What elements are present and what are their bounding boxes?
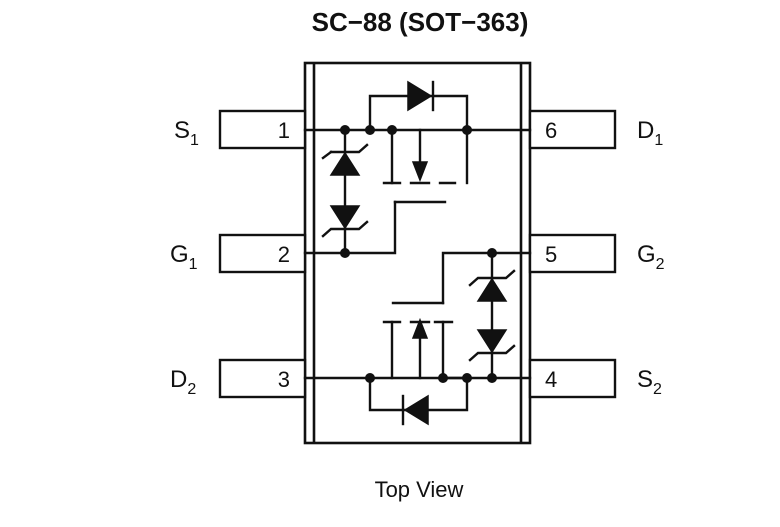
- gate-zener-q2: [468, 251, 516, 380]
- pin-6-number: 6: [545, 118, 557, 143]
- pin-2-number: 2: [278, 242, 290, 267]
- body-diode-q1: [407, 80, 435, 112]
- pin-6-label: D1: [637, 117, 663, 149]
- pin-2-label: G1: [170, 241, 198, 273]
- pin-3: 3: [218, 358, 307, 399]
- view-caption: Top View: [375, 477, 464, 502]
- pin-5-number: 5: [545, 242, 557, 267]
- pin-5-label: G2: [637, 241, 665, 273]
- pin-1-label: S1: [174, 117, 199, 149]
- pin-1-number: 1: [278, 118, 290, 143]
- pin-1: 1: [218, 109, 307, 150]
- mosfet-q1: [303, 80, 532, 258]
- pin-3-number: 3: [278, 367, 290, 392]
- pin-3-label: D2: [170, 366, 196, 398]
- pin-4: 4: [528, 358, 617, 399]
- pin-6: 6: [528, 109, 617, 150]
- gate-zener-q1: [321, 128, 369, 255]
- pin-5: 5: [528, 233, 617, 274]
- diagram-title: SC−88 (SOT−363): [312, 7, 529, 37]
- body-diode-q2: [401, 394, 429, 426]
- mosfet-q2: [303, 248, 532, 426]
- pin-4-number: 4: [545, 367, 557, 392]
- pin-2: 2: [218, 233, 307, 274]
- pin-4-label: S2: [637, 366, 662, 398]
